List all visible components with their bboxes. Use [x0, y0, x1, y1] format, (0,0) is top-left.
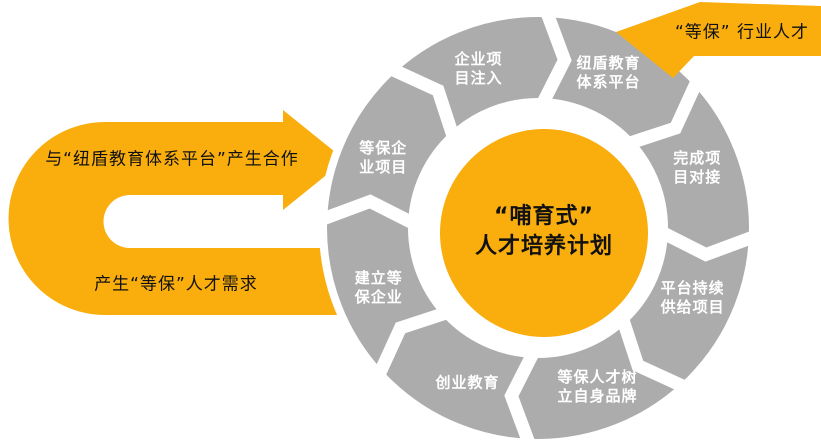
- industry-talent-arrow: [616, 2, 821, 78]
- ring-divider-chevron: [658, 226, 760, 262]
- ring-divider-chevron: [504, 348, 540, 444]
- ring-divider-chevron: [316, 194, 418, 230]
- talent-ring: [327, 17, 749, 439]
- ring-divider-chevron: [536, 6, 572, 108]
- ring-divider-chevron: [371, 306, 450, 381]
- ring-divider-chevron: [385, 61, 460, 140]
- partnership-loop-arrow: [8, 110, 400, 315]
- ring-divider-chevron: [616, 316, 691, 395]
- center-circle: [440, 129, 648, 337]
- ring-dividers: [316, 6, 760, 444]
- ring-divider-chevron: [626, 75, 705, 150]
